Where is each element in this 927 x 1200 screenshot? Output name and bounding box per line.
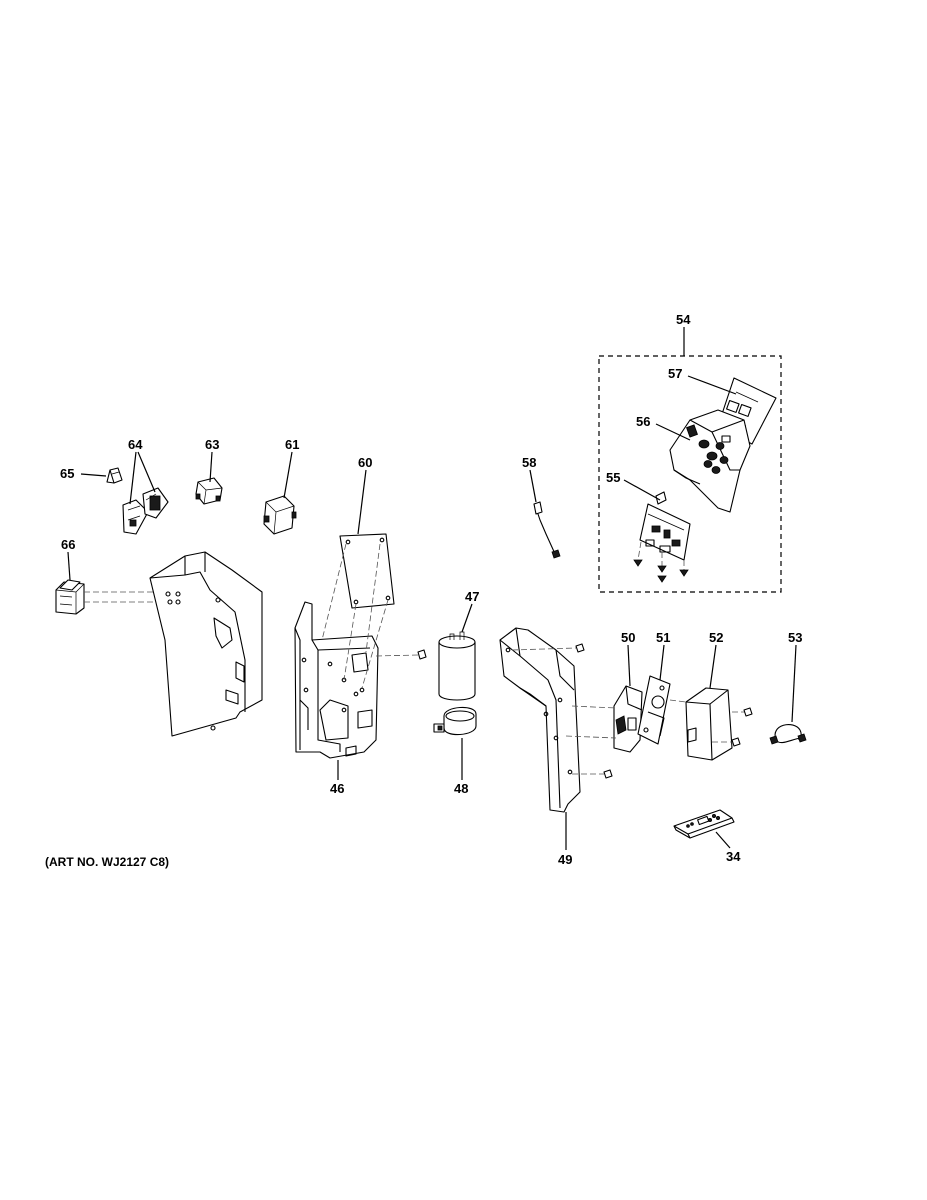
label-58: 58 <box>522 455 536 470</box>
part-48-capacitor-strap[interactable] <box>433 706 477 736</box>
part-61-relay[interactable] <box>263 495 297 535</box>
leader-47 <box>461 603 473 633</box>
label-51: 51 <box>656 630 670 645</box>
screw-46[interactable] <box>375 649 427 660</box>
part-52-box-cover[interactable] <box>669 687 746 761</box>
part-64-relay-left[interactable] <box>122 499 149 535</box>
leader-63 <box>209 451 213 483</box>
part-51-mounting-plate[interactable] <box>637 675 671 745</box>
art-number: (ART NO. WJ2127 C8) <box>45 855 169 869</box>
part-54-assembly-boundary <box>598 355 782 593</box>
label-47: 47 <box>465 589 479 604</box>
label-53: 53 <box>788 630 802 645</box>
label-50: 50 <box>621 630 635 645</box>
label-48: 48 <box>454 781 468 796</box>
part-56-control-panel[interactable] <box>669 409 751 513</box>
part-34-remote-control[interactable] <box>673 809 735 839</box>
leader-61 <box>283 451 293 499</box>
leader-55 <box>623 479 661 501</box>
leader-66 <box>67 551 170 603</box>
screw-49-bottom[interactable] <box>572 769 613 779</box>
part-53-wire-harness[interactable] <box>769 724 807 745</box>
label-60: 60 <box>358 455 372 470</box>
part-66-transformer[interactable] <box>55 579 85 615</box>
label-66: 66 <box>61 537 75 552</box>
part-64-relay-right[interactable] <box>142 487 169 519</box>
label-65: 65 <box>60 466 74 481</box>
screw-49-top[interactable] <box>511 643 585 653</box>
label-52: 52 <box>709 630 723 645</box>
leader-64 <box>129 451 156 505</box>
label-56: 56 <box>636 414 650 429</box>
leader-56 <box>655 423 691 441</box>
leader-57 <box>687 375 737 395</box>
label-46: 46 <box>330 781 344 796</box>
screw-52-bottom[interactable] <box>731 737 741 747</box>
part-63-relay[interactable] <box>195 477 223 505</box>
label-57: 57 <box>668 366 682 381</box>
part-58-sensor[interactable] <box>533 501 561 559</box>
part-49-side-panel[interactable] <box>499 627 581 813</box>
label-49: 49 <box>558 852 572 867</box>
control-box-housing[interactable] <box>149 551 263 737</box>
leader-51 <box>659 644 665 681</box>
part-65-connector[interactable] <box>106 467 123 484</box>
leader-34 <box>715 831 731 849</box>
screw-52-top[interactable] <box>743 707 753 717</box>
part-46-bracket[interactable] <box>294 601 379 759</box>
leader-65 <box>80 473 107 477</box>
label-55: 55 <box>606 470 620 485</box>
part-47-capacitor[interactable] <box>438 631 476 701</box>
label-64: 64 <box>128 437 143 452</box>
leader-58 <box>529 469 537 503</box>
label-54: 54 <box>676 312 691 327</box>
screws-55[interactable] <box>633 559 689 583</box>
leader-60 <box>357 469 367 535</box>
label-34: 34 <box>726 849 741 864</box>
label-61: 61 <box>285 437 299 452</box>
leader-52 <box>709 644 717 689</box>
part-60-cover-plate[interactable] <box>321 533 395 689</box>
label-63: 63 <box>205 437 219 452</box>
part-55-circuit-board[interactable] <box>637 491 691 570</box>
part-50-display-board[interactable] <box>565 685 643 753</box>
leader-53 <box>791 644 797 723</box>
leader-50 <box>627 644 631 687</box>
